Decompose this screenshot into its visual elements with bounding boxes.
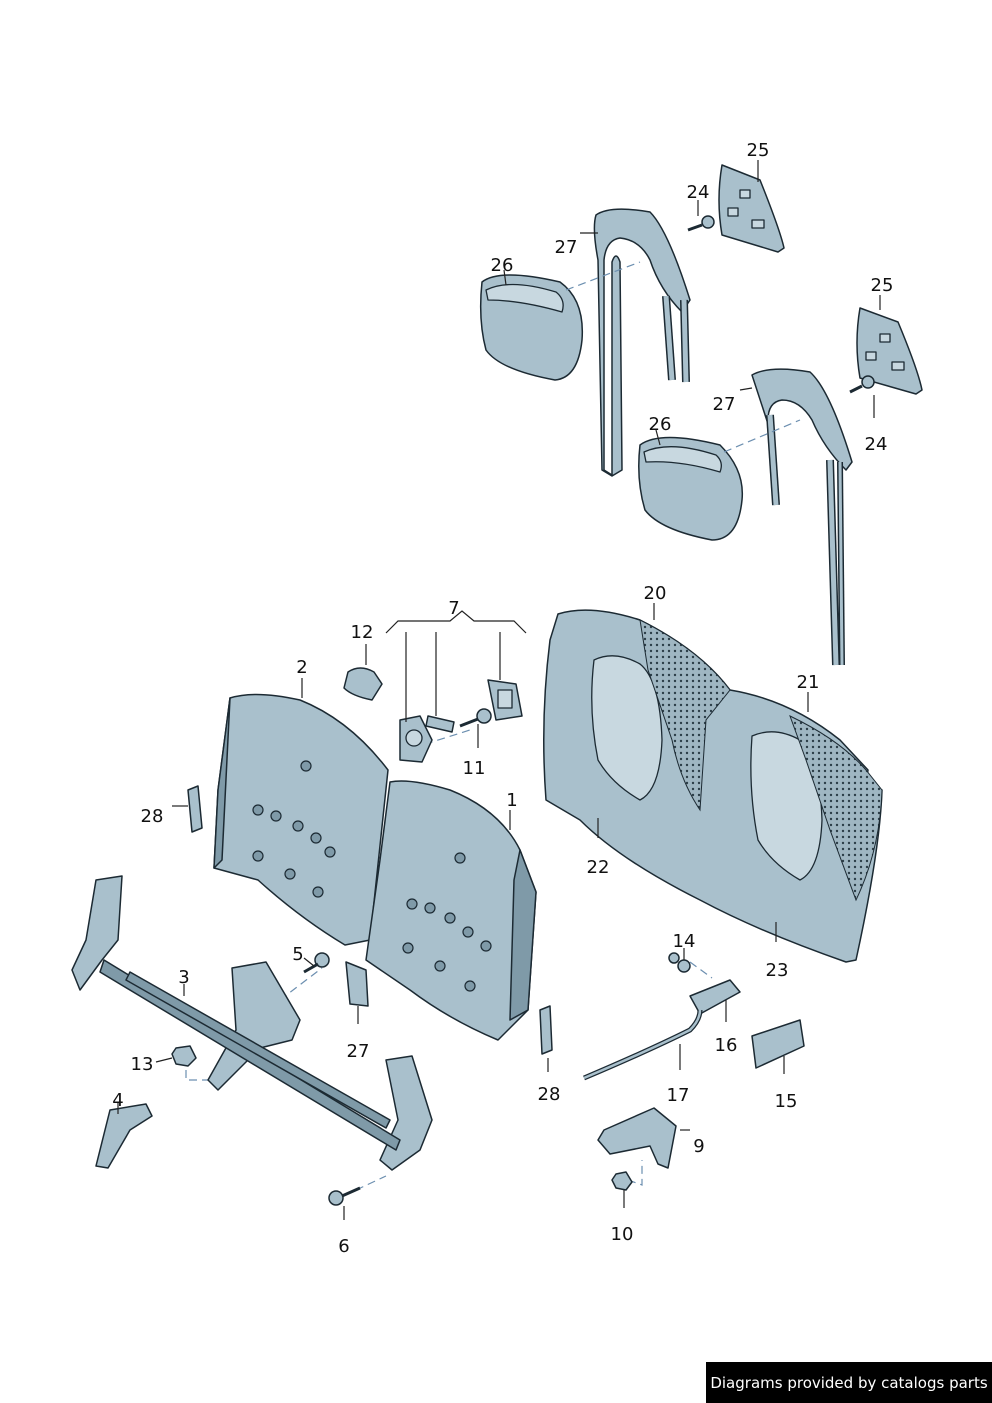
callout-26-lower: 26	[649, 414, 672, 435]
bracket-plate-small	[425, 715, 455, 733]
headrest-upper	[479, 274, 584, 381]
nut-13	[171, 1045, 197, 1067]
callout-6: 6	[338, 1236, 349, 1257]
callout-15: 15	[775, 1091, 798, 1112]
callout-24-upper: 24	[687, 182, 710, 203]
headrest-frame-upper	[593, 208, 691, 477]
screw-5	[303, 952, 330, 974]
cable-guide	[343, 667, 383, 701]
callout-11: 11	[463, 758, 486, 779]
callout-24-lower: 24	[865, 434, 888, 455]
headrest-frame-lower	[751, 368, 853, 666]
guide-bracket-lower	[856, 307, 923, 395]
nut-10	[611, 1171, 633, 1191]
screw-upper	[687, 215, 715, 232]
callout-7: 7	[448, 598, 459, 619]
callout-1: 1	[506, 790, 517, 811]
screw-lower	[849, 375, 875, 394]
cable-17	[583, 1009, 703, 1081]
callout-28-right: 28	[538, 1084, 561, 1105]
callout-22: 22	[587, 857, 610, 878]
screw-11	[459, 708, 492, 728]
callout-14: 14	[673, 931, 696, 952]
callout-10: 10	[611, 1224, 634, 1245]
callout-27-upper: 27	[555, 237, 578, 258]
callout-4: 4	[112, 1090, 123, 1111]
callout-3: 3	[178, 967, 189, 988]
callout-16: 16	[715, 1035, 738, 1056]
callout-5: 5	[292, 944, 303, 965]
bracket-15	[751, 1019, 805, 1069]
callout-27-lower: 27	[713, 394, 736, 415]
callout-12: 12	[351, 622, 374, 643]
callout-labels: 25 24 27 26 25 27 24 26 20 7 12 2 21 11 …	[112, 140, 893, 1257]
lock-plate	[399, 715, 433, 763]
backrest-cushion	[543, 609, 883, 963]
callout-23: 23	[766, 960, 789, 981]
latch-27	[345, 961, 369, 1007]
bracket-plate-large	[487, 679, 523, 721]
bracket-9	[597, 1107, 677, 1169]
leader-lines	[117, 160, 881, 1220]
backrest-frame-right	[365, 780, 537, 1041]
seat-frame	[71, 875, 433, 1171]
callout-28-left: 28	[141, 806, 164, 827]
callout-20: 20	[644, 583, 667, 604]
clip-left	[187, 785, 203, 833]
callout-26-upper: 26	[491, 255, 514, 276]
callout-2: 2	[296, 657, 307, 678]
lever-4	[95, 1103, 153, 1169]
credit-banner: Diagrams provided by catalogs parts	[706, 1362, 992, 1403]
screw-14	[668, 952, 691, 973]
guide-bracket-upper	[718, 164, 785, 253]
callout-25-lower: 25	[871, 275, 894, 296]
backrest-frame-left	[213, 693, 389, 946]
callout-17: 17	[667, 1085, 690, 1106]
callout-9: 9	[693, 1136, 704, 1157]
clip-right	[539, 1005, 553, 1055]
callout-21: 21	[797, 672, 820, 693]
headrest-lower	[638, 436, 744, 541]
bolt-6	[328, 1186, 361, 1206]
callout-25-upper: 25	[747, 140, 770, 161]
callout-27-seat: 27	[347, 1041, 370, 1062]
callout-13: 13	[131, 1054, 154, 1075]
switch-16	[689, 979, 741, 1015]
